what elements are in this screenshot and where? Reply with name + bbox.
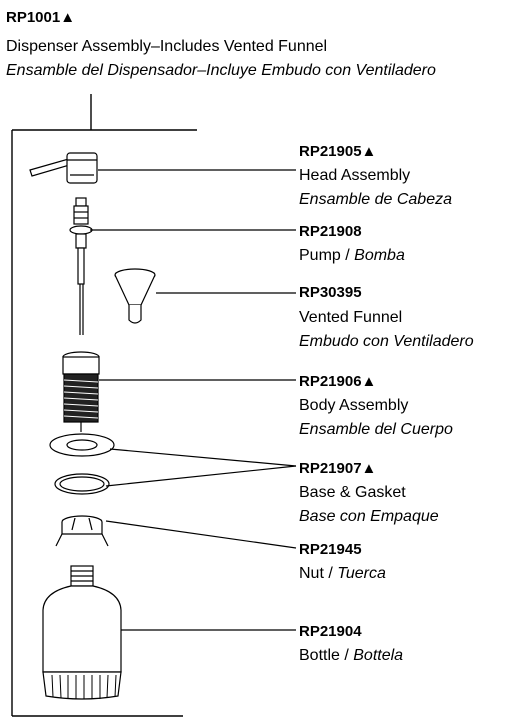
- head-assembly-drawing: [29, 152, 98, 184]
- part-name-es: Ensamble del Cuerpo: [299, 421, 453, 438]
- part-name-line: Nut / Tuerca: [299, 565, 386, 583]
- part-name-en: Body Assembly: [299, 397, 409, 414]
- part-code: RP21905▲: [299, 143, 377, 160]
- part-name-en: Bottle /: [299, 647, 354, 664]
- leader-lines: [90, 169, 297, 631]
- nut-drawing: [55, 515, 109, 547]
- part-name-es: Tuerca: [337, 565, 386, 582]
- part-name-es: Embudo con Ventiladero: [299, 333, 474, 350]
- part-name-es: Bottela: [353, 647, 404, 664]
- funnel-drawing: [114, 268, 156, 324]
- part-name-en: Base & Gasket: [299, 484, 406, 501]
- part-name-es: Base con Empaque: [299, 508, 439, 525]
- part-name-es: Ensamble de Cabeza: [299, 191, 452, 208]
- part-code: RP21907▲: [299, 460, 377, 477]
- part-name-line: Pump / Bomba: [299, 247, 405, 265]
- part-name-es: Bomba: [354, 247, 405, 264]
- part-name-en: Vented Funnel: [299, 309, 403, 326]
- part-name-en: Nut /: [299, 565, 338, 582]
- part-code: RP21945: [299, 541, 362, 558]
- part-code: RP21906▲: [299, 373, 377, 390]
- pump-drawing: [69, 197, 93, 335]
- part-name-en: Head Assembly: [299, 167, 411, 184]
- body-assembly-drawing: [62, 351, 100, 432]
- base-gasket-drawing: [49, 433, 115, 495]
- assembly-title-es: Ensamble del Dispensador–Incluye Embudo …: [6, 62, 436, 79]
- assembly-title-en: Dispenser Assembly–Includes Vented Funne…: [6, 38, 328, 55]
- part-code: RP21904: [299, 623, 362, 640]
- part-name-en: Pump /: [299, 247, 355, 264]
- assembly-code: RP1001▲: [6, 9, 76, 26]
- part-code: RP30395: [299, 284, 362, 301]
- part-code: RP21908: [299, 223, 362, 240]
- bottle-drawing: [42, 565, 122, 700]
- part-name-line: Bottle / Bottela: [299, 647, 403, 665]
